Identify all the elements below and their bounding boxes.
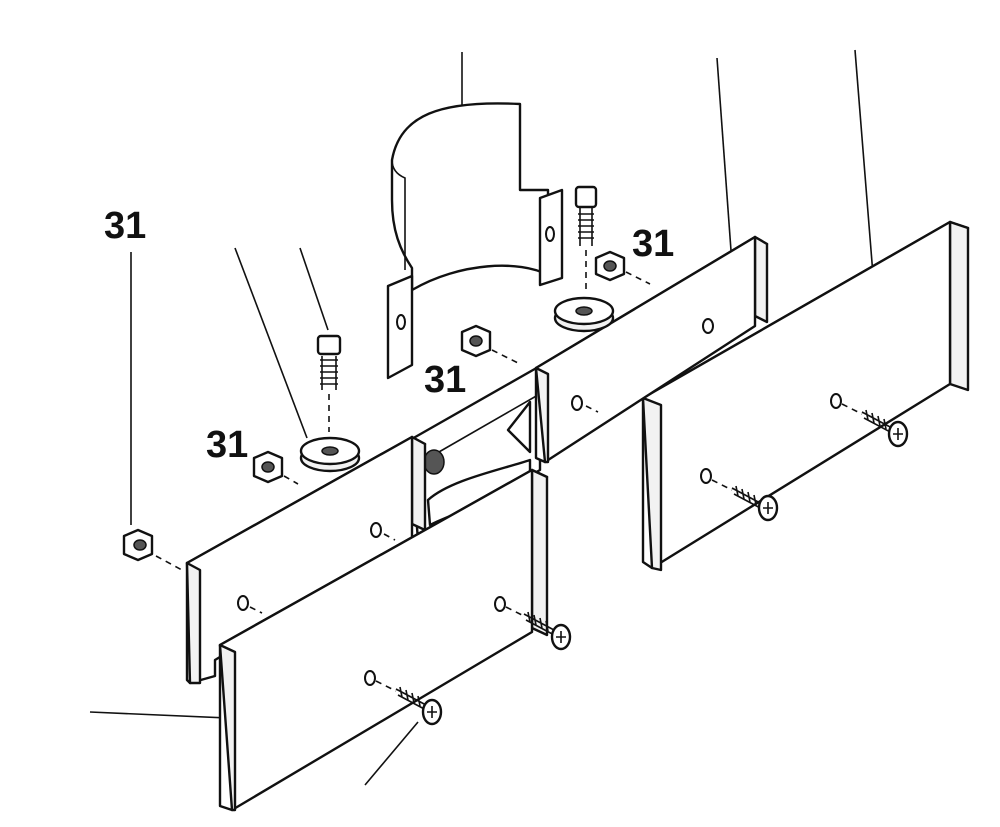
callout-label-nut-center: 31	[424, 359, 466, 401]
bracket-hole	[396, 314, 406, 330]
leader-line-bolt	[299, 247, 329, 331]
callout-label-nut-mid-left: 31	[206, 424, 248, 466]
leader-line-back-panel	[854, 49, 876, 301]
panel-hole	[830, 393, 842, 409]
nut-left	[122, 528, 183, 571]
nut-mid-left	[252, 450, 299, 485]
callout-label-nut-right: 31	[632, 223, 674, 265]
panel-hole	[494, 596, 506, 612]
back-panel-right	[641, 220, 970, 572]
panel-hole	[700, 468, 712, 484]
nut-center	[460, 324, 521, 365]
plate-hole	[370, 522, 382, 538]
washer-left	[299, 436, 361, 473]
plate-hole	[237, 595, 249, 611]
tube-bracket	[386, 102, 564, 380]
front-plate	[185, 435, 427, 685]
plate-hole	[702, 318, 714, 334]
screw-back-upper	[841, 403, 909, 448]
screw-back-lower	[711, 479, 779, 522]
frame-hole	[423, 449, 445, 475]
front-panel	[218, 468, 549, 812]
callout-label-nut-left: 31	[104, 205, 146, 247]
leader-lines	[89, 49, 876, 786]
bolt-left	[316, 334, 342, 432]
rear-plate	[534, 235, 769, 464]
leader-line-screw	[364, 721, 419, 786]
panel-hole	[364, 670, 376, 686]
plate-hole	[571, 395, 583, 411]
bolt-right	[574, 185, 598, 292]
leader-line-washer	[234, 247, 308, 439]
bracket-hole	[545, 226, 555, 242]
leader-line-rear-plate	[716, 57, 734, 279]
nut-right	[594, 250, 651, 285]
screw-front-upper	[505, 606, 572, 651]
washer-right	[553, 296, 615, 333]
screw-front-lower	[375, 680, 443, 726]
